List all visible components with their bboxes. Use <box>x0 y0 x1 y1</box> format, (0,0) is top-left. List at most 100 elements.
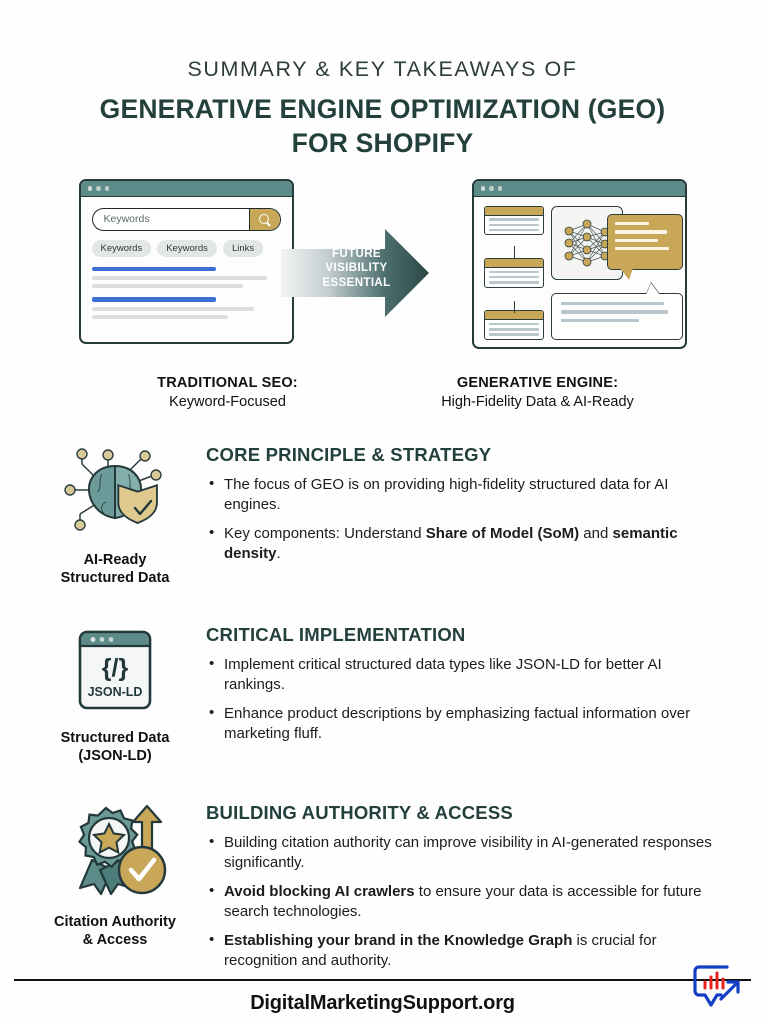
data-card <box>483 257 544 288</box>
keyword-pill[interactable]: Keywords <box>157 239 217 257</box>
brand-logo[interactable] <box>687 959 743 1015</box>
search-button[interactable] <box>248 208 280 230</box>
generative-engine-window <box>471 178 687 349</box>
card-line <box>488 218 539 221</box>
arrow-label-line2: VISIBILITY <box>325 262 388 275</box>
chart-bubble-arrow-logo-icon <box>693 965 740 1007</box>
result-link-bar <box>91 266 217 272</box>
bullet-item: Implement critical structured data types… <box>206 654 725 696</box>
window-dot-icon <box>480 186 485 191</box>
card-line <box>488 333 539 336</box>
section-icon-caption: Structured Data (JSON-LD) <box>40 729 190 766</box>
bullet-text: Implement critical structured data types… <box>224 655 662 694</box>
label-sub: High-Fidelity Data & AI-Ready <box>441 393 634 410</box>
neural-network-icon <box>564 219 609 267</box>
panel-line <box>560 310 669 314</box>
bullet-text: is crucial for recognition and authority… <box>224 931 657 969</box>
bullet-text: The focus of GEO is on providing high-fi… <box>224 475 669 514</box>
citation-authority-badge-icon <box>78 804 167 896</box>
window-titlebar <box>80 180 292 197</box>
section-icon-caption: AI-Ready Structured Data <box>40 551 190 588</box>
section-bullet-list: Implement critical structured data types… <box>206 654 725 745</box>
card-line <box>488 223 539 227</box>
footer-site-name: DigitalMarketingSupport.org <box>250 991 515 1014</box>
card-header-icon <box>484 311 543 321</box>
caption-line2: & Access <box>82 932 148 949</box>
window-dot-icon <box>87 186 92 191</box>
bullet-item: Avoid blocking AI crawlers to ensure you… <box>206 881 725 923</box>
traditional-seo-window: Keywords Keywords Keywords Links <box>78 178 294 344</box>
card-line <box>488 280 539 284</box>
section-icon-caption: Citation Authority & Access <box>40 913 190 950</box>
caption-line2: (JSON-LD) <box>78 748 152 765</box>
search-icon <box>259 213 270 225</box>
result-text-bar <box>91 284 243 289</box>
takeaway-sections: AI-Ready Structured Data CORE PRINCIPLE … <box>0 410 765 980</box>
title-main-line1: GENERATIVE ENGINE OPTIMIZATION (GEO) <box>99 93 666 124</box>
bullet-item: The focus of GEO is on providing high-fi… <box>206 474 725 516</box>
caption-line1: Citation Authority <box>54 913 176 930</box>
search-input-placeholder[interactable]: Keywords <box>103 213 150 226</box>
search-bar[interactable]: Keywords <box>91 207 281 231</box>
bullet-text: Building citation authority can improve … <box>224 833 712 872</box>
hero-comparison: Keywords Keywords Keywords Links <box>0 178 765 379</box>
section-icon-block: AI-Ready Structured Data <box>40 442 190 588</box>
caption-line1: Structured Data <box>60 729 170 746</box>
structured-data-cards <box>483 205 544 340</box>
label-sub: Keyword-Focused <box>169 393 286 410</box>
generative-engine-label: GENERATIVE ENGINE: High-Fidelity Data & … <box>383 375 693 410</box>
bubble-line <box>614 221 650 226</box>
data-card <box>483 310 544 340</box>
bullet-text: Enhance product descriptions by emphasiz… <box>224 704 691 743</box>
card-connector <box>513 245 515 258</box>
bullet-item: Establishing your brand in the Knowledge… <box>206 930 725 972</box>
bullet-item: Building citation authority can improve … <box>206 832 725 874</box>
bullet-text: . <box>276 544 281 562</box>
card-header-icon <box>484 258 543 268</box>
panel-line <box>560 318 639 322</box>
bullet-item: Key components: Understand Share of Mode… <box>206 523 725 565</box>
card-header-icon <box>484 206 543 216</box>
label-title: TRADITIONAL SEO: <box>157 374 298 391</box>
section-critical-implementation: {/} JSON-LD Structured Data (JSON-LD) CR… <box>40 622 725 766</box>
svg-text:JSON-LD: JSON-LD <box>88 685 143 699</box>
bubble-line <box>614 230 668 234</box>
window-dot-icon <box>489 186 494 191</box>
result-text-bar <box>91 276 268 281</box>
keyword-pill[interactable]: Links <box>222 239 264 257</box>
section-icon-block: {/} JSON-LD Structured Data (JSON-LD) <box>40 622 190 766</box>
bullet-text: and <box>579 524 613 542</box>
card-line <box>488 275 539 279</box>
card-line <box>488 327 539 331</box>
card-connector <box>513 300 515 313</box>
bullet-bold: Establishing your brand in the Knowledge… <box>224 931 573 949</box>
bubble-line <box>614 246 669 251</box>
arrow-label: FUTURE VISIBILITY ESSENTIAL <box>321 247 393 290</box>
keyword-pill-list: Keywords Keywords Links <box>91 239 281 257</box>
card-line <box>488 270 539 274</box>
hero-labels: TRADITIONAL SEO: Keyword-Focused GENERAT… <box>0 375 765 410</box>
transition-arrow: FUTURE VISIBILITY ESSENTIAL <box>280 227 429 319</box>
bubble-line <box>614 238 658 242</box>
card-line <box>488 228 539 232</box>
keyword-pill[interactable]: Keywords <box>91 239 152 257</box>
section-building-authority: Citation Authority & Access BUILDING AUT… <box>40 800 725 979</box>
bullet-bold: Share of Model (SoM) <box>425 524 580 542</box>
footer-divider-top <box>14 979 751 982</box>
ai-brain-icon <box>64 448 162 531</box>
result-text-bar <box>91 314 228 319</box>
data-card <box>483 205 544 236</box>
bullet-bold: semantic density <box>224 524 678 562</box>
footer: DigitalMarketingSupport.org <box>0 965 765 1024</box>
section-icon-block: Citation Authority & Access <box>40 800 190 950</box>
result-text-bar <box>91 306 255 311</box>
bullet-item: Enhance product descriptions by emphasiz… <box>206 703 725 745</box>
section-bullet-list: Building citation authority can improve … <box>206 832 725 972</box>
window-titlebar <box>473 180 685 197</box>
title-main-line2: FOR SHOPIFY <box>291 128 474 159</box>
section-bullet-list: The focus of GEO is on providing high-fi… <box>206 474 725 565</box>
ai-response-panel <box>550 292 683 340</box>
bullet-text: Key components: Understand <box>224 524 426 542</box>
arrow-label-line1: FUTURE <box>331 247 382 260</box>
svg-text:{/}: {/} <box>102 654 129 682</box>
